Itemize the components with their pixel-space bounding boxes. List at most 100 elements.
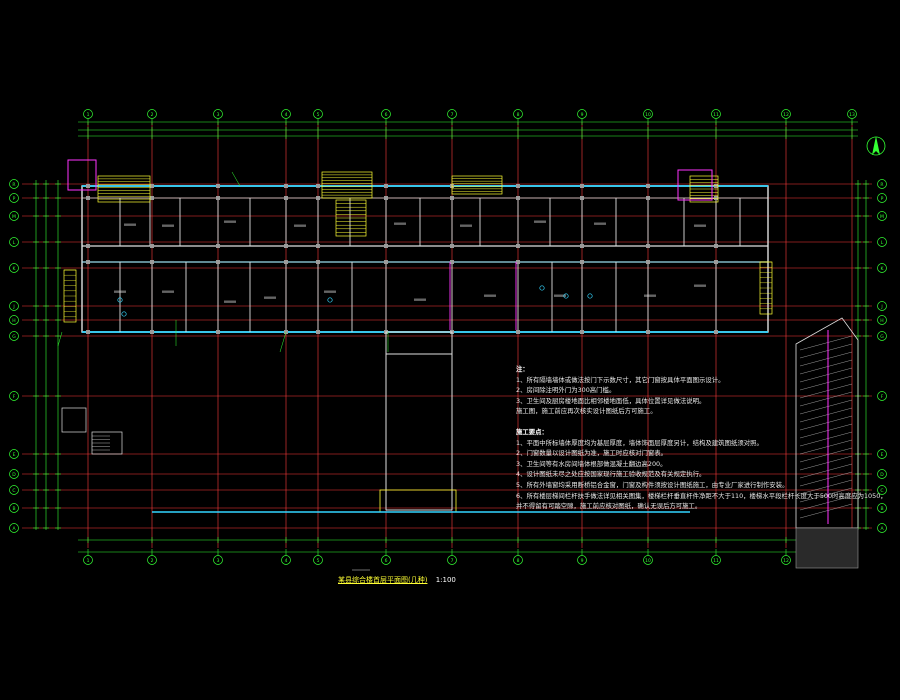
axis-bubble-label: F (881, 394, 884, 400)
column-icon (580, 184, 584, 188)
column-icon (714, 244, 718, 248)
room-label-mark (394, 222, 406, 225)
axis-bubble-icon (447, 555, 457, 565)
construction-notes: 注： 1、所有隔墙墙体或做法按门下示数尺寸，其它门窗按具体平面图示设计。 2、房… (516, 364, 887, 512)
axis-bubble-label: K (881, 266, 885, 272)
ramp-hatch (799, 503, 853, 519)
ramp-hatch (799, 471, 853, 487)
column-icon (384, 260, 388, 264)
column-icon (646, 244, 650, 248)
ramp-hatch (799, 351, 853, 367)
column-icon (646, 196, 650, 200)
ramp-hatch (799, 399, 853, 415)
column-icon (216, 244, 220, 248)
fixture-icon (327, 297, 333, 303)
axis-bubble-label: P (13, 196, 16, 202)
column-icon (150, 184, 154, 188)
column-icon (516, 260, 520, 264)
axis-bubble-label: B (12, 506, 15, 512)
axis-bubble-label: L (13, 240, 16, 246)
column-icon (580, 330, 584, 334)
axis-bubble-icon (643, 109, 653, 119)
axis-bubble-icon (877, 193, 887, 203)
column-icon (316, 260, 320, 264)
drawing-title: 某县综合楼首层平面图(几种) (338, 576, 428, 584)
axis-bubble-icon (9, 315, 19, 325)
axis-bubble-icon (877, 523, 887, 533)
axis-bubble-label: 4 (285, 558, 288, 564)
axis-bubble-label: H (880, 318, 883, 324)
notes-heading: 注： (516, 365, 529, 373)
column-icon (384, 244, 388, 248)
ramp-hatch (799, 335, 853, 351)
ramp-hatch (799, 343, 853, 359)
column-icon (150, 196, 154, 200)
column-icon (150, 244, 154, 248)
column-icon (516, 196, 520, 200)
entrance-canopy (379, 489, 457, 513)
axis-bubble-icon (9, 449, 19, 459)
room-label-mark (644, 294, 656, 297)
axis-bubble-icon (9, 331, 19, 341)
axis-bubble-icon (9, 523, 19, 533)
north-arrow-needle (872, 136, 880, 155)
column-icon (284, 184, 288, 188)
axis-bubble-icon (877, 263, 887, 273)
room-label-mark (554, 294, 566, 297)
axis-bubble-label: 6 (385, 112, 388, 118)
axis-bubble-label: 10 (645, 558, 651, 564)
axis-bubble-icon (147, 555, 157, 565)
column-icon (646, 260, 650, 264)
axis-bubble-label: 7 (451, 558, 454, 564)
axis-bubble-icon (643, 555, 653, 565)
ramp-hatch (799, 391, 853, 407)
axis-bubble-icon (147, 109, 157, 119)
axis-bubble-icon (447, 109, 457, 119)
axis-bubble-icon (781, 109, 791, 119)
axis-bubble-label: D (880, 472, 884, 478)
axis-bubble-label: 6 (385, 558, 388, 564)
ramp-hatch (799, 359, 853, 375)
axis-bubble-label: 12 (783, 112, 789, 118)
ramp-hatch (799, 439, 853, 455)
column-icon (646, 330, 650, 334)
axis-bubble-icon (83, 109, 93, 119)
fixture-icon (117, 297, 123, 303)
room-label-mark (484, 294, 496, 297)
section-item: 5、所有外墙窗均采用断桥铝合金窗，门窗及构件须按设计图纸施工，由专业厂家进行制作… (516, 480, 789, 489)
axis-bubble-label: B (880, 506, 883, 512)
column-icon (714, 196, 718, 200)
axis-bubble-label: K (13, 266, 17, 272)
axis-bubble-label: 11 (713, 112, 719, 118)
column-icon (284, 244, 288, 248)
room-label-mark (694, 224, 706, 227)
axis-bubble-label: R (880, 182, 883, 188)
axis-bubble-icon (877, 301, 887, 311)
section-item: 6、所有楼层梯间栏杆扶手做法详见相关图集，楼梯栏杆垂直杆件净距不大于110，楼梯… (516, 491, 887, 500)
drawing-title-block: 某县综合楼首层平面图(几种) 1:100 (338, 575, 456, 585)
room-label-mark (414, 298, 426, 301)
axis-bubble-label: 8 (517, 558, 520, 564)
axis-bubble-label: M (880, 214, 884, 220)
ramp-base (795, 527, 859, 569)
axis-bubble-icon (313, 555, 323, 565)
column-icon (86, 196, 90, 200)
column-icon (580, 196, 584, 200)
ramp-hatch (799, 423, 853, 439)
ramp-hatch (799, 407, 853, 423)
entrance-lobby (385, 331, 453, 355)
axis-bubble-icon (877, 503, 887, 513)
axis-bubble-label: 10 (645, 112, 651, 118)
room-label-mark (294, 224, 306, 227)
axis-bubble-icon (381, 109, 391, 119)
column-icon (580, 260, 584, 264)
annotation-leader (231, 171, 241, 187)
axis-bubble-icon (877, 315, 887, 325)
fixture-icon (539, 285, 545, 291)
axis-bubble-icon (877, 485, 887, 495)
axis-bubble-icon (313, 109, 323, 119)
room-label-mark (694, 284, 706, 287)
note-item: 2、房间除注明外门为300高门槛。 (516, 386, 616, 395)
